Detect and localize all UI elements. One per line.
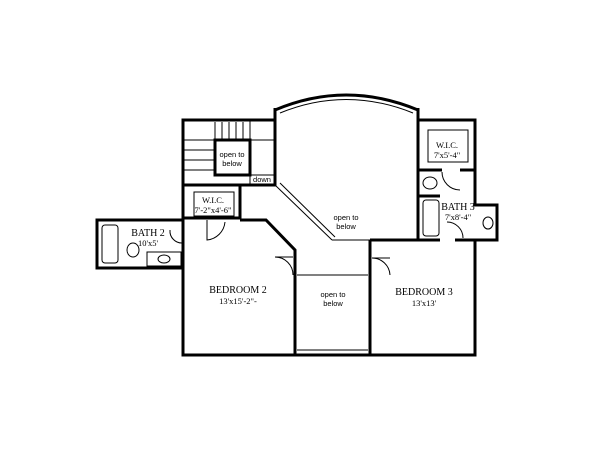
center-void [295,274,370,357]
bedroom2-walls [181,218,297,357]
center-void-label-1: open to [320,290,345,299]
wic-right-bath3-walls [418,118,499,242]
great-room-label-2: below [336,222,356,231]
wic-left-name: W.I.C. [202,195,224,205]
bath3-name: BATH 3 [441,202,475,213]
bedroom3-size: 13'x13' [412,298,437,308]
bedroom3-name: BEDROOM 3 [395,287,453,298]
stair-void-label-1: open to [219,150,244,159]
bedroom2-name: BEDROOM 2 [209,285,267,296]
bedroom3-walls [368,238,477,357]
bath2-name: BATH 2 [131,228,165,239]
center-void-label-2: below [323,299,343,308]
stairs [181,118,277,187]
great-room-label-1: open to [333,213,358,222]
stair-down-label: down [253,175,271,184]
wic-left-size: 7'-2"x4'-6" [195,205,232,215]
bedroom2-size: 13'x15'-2"- [219,296,257,306]
wic-right-name: W.I.C. [436,140,458,150]
wic-left-walls [181,183,242,220]
wic-right-size: 7'x5'-4" [434,150,460,160]
bath2-size: 10'x5' [138,238,159,248]
stair-void-label-2: below [222,159,242,168]
bath3-size: 7'x8'-4" [445,212,471,222]
